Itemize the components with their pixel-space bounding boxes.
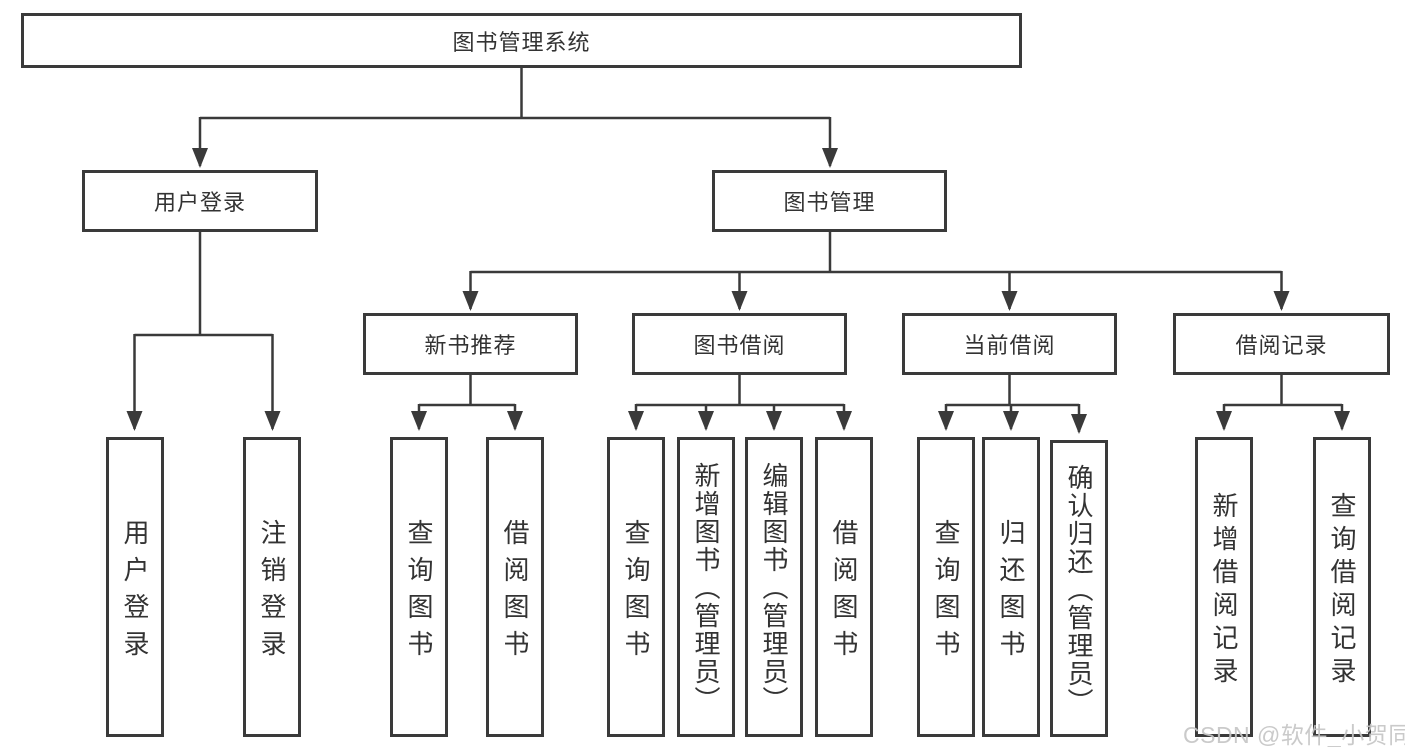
leaf-record-add: 新增借阅记录 <box>1195 437 1253 737</box>
leaf-current-return: 归还图书 <box>982 437 1040 737</box>
leaf-record-query: 查询借阅记录 <box>1313 437 1371 737</box>
csdn-watermark: CSDN @软件_小贺同学 <box>1183 722 1405 747</box>
leaf-borrow-query-label: 查询图书 <box>621 518 651 667</box>
leaf-newbook-query: 查询图书 <box>390 437 448 737</box>
node-user-login-label: 用户登录 <box>153 190 246 215</box>
node-root-library-system: 图书管理系统 <box>21 13 1022 68</box>
leaf-current-query-label: 查询图书 <box>931 518 961 667</box>
connector-new-book-stem <box>419 375 515 407</box>
connector-book-mgmt-stem <box>470 232 1282 274</box>
leaf-user-login-label: 用户登录 <box>120 518 150 667</box>
leaf-newbook-query-label: 查询图书 <box>404 518 434 667</box>
leaf-borrow-book-label: 借阅图书 <box>829 518 859 667</box>
connector-book-borrow-stem <box>636 375 844 407</box>
node-book-mgmt-label: 图书管理 <box>783 190 876 215</box>
leaf-current-confirm-admin-label: 确认归还（管理员） <box>1064 463 1094 716</box>
connector-root-stem <box>200 68 830 120</box>
leaf-record-add-label: 新增借阅记录 <box>1209 491 1239 690</box>
node-current-borrow: 当前借阅 <box>902 313 1117 375</box>
node-root-label: 图书管理系统 <box>452 29 591 55</box>
leaf-borrow-edit-admin: 编辑图书（管理员） <box>745 437 803 737</box>
node-borrow-record-label: 借阅记录 <box>1235 333 1328 358</box>
leaf-record-query-label: 查询借阅记录 <box>1327 491 1357 690</box>
leaf-borrow-book: 借阅图书 <box>815 437 873 737</box>
connector-user-login-stem <box>134 232 273 337</box>
leaf-borrow-add-admin-label: 新增图书（管理员） <box>691 462 721 714</box>
leaf-newbook-borrow-label: 借阅图书 <box>500 518 530 667</box>
leaf-logout-label: 注销登录 <box>257 518 287 667</box>
leaf-current-confirm-admin: 确认归还（管理员） <box>1050 440 1108 737</box>
leaf-newbook-borrow: 借阅图书 <box>486 437 544 737</box>
leaf-borrow-add-admin: 新增图书（管理员） <box>677 437 735 737</box>
connector-current-borrow-stem <box>946 375 1079 407</box>
node-book-borrow-label: 图书借阅 <box>693 333 786 358</box>
node-user-login: 用户登录 <box>82 170 318 232</box>
leaf-borrow-edit-admin-label: 编辑图书（管理员） <box>759 462 789 714</box>
leaf-user-login: 用户登录 <box>106 437 164 737</box>
leaf-current-return-label: 归还图书 <box>996 518 1026 667</box>
connector-borrow-record-stem <box>1224 375 1342 407</box>
node-borrow-record: 借阅记录 <box>1173 313 1390 375</box>
node-new-book-label: 新书推荐 <box>424 333 517 358</box>
node-book-mgmt: 图书管理 <box>712 170 947 232</box>
leaf-logout: 注销登录 <box>243 437 301 737</box>
node-current-borrow-label: 当前借阅 <box>963 333 1056 358</box>
leaf-borrow-query: 查询图书 <box>607 437 665 737</box>
leaf-current-query: 查询图书 <box>917 437 975 737</box>
node-new-book-recommend: 新书推荐 <box>363 313 578 375</box>
node-book-borrow: 图书借阅 <box>632 313 847 375</box>
